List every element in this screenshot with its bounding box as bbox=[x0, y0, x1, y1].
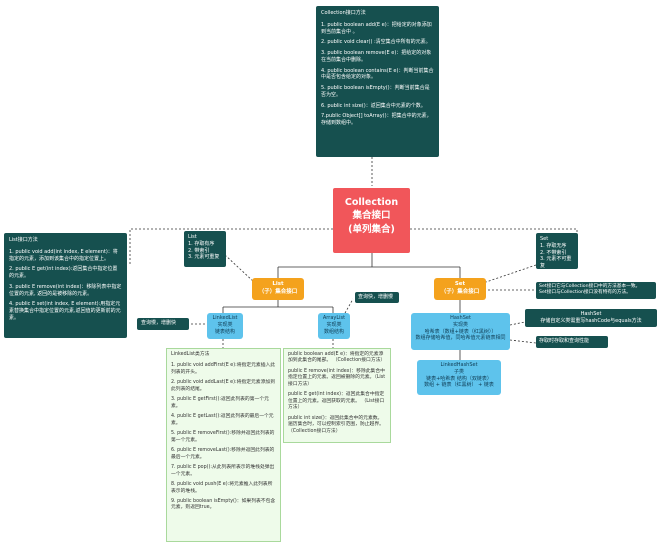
list-node-subtitle: （子）集合接口 bbox=[258, 288, 298, 295]
arraylist-method-item: public boolean add(E e)：将指定的元素添加到此集合的尾部。… bbox=[288, 352, 386, 364]
arraylist-method-item: public int size()：返回此集合中的元素数。遍历集合时，可以控制索… bbox=[288, 415, 384, 434]
arraylist-node: ArrayList 实现类 数组结构 bbox=[318, 313, 350, 339]
list-feature-item: 1. 存取有序 bbox=[188, 240, 215, 247]
linkedlist-type: 实现类 bbox=[217, 321, 233, 328]
list-method-item: 1. public void add(int index, E element)… bbox=[9, 248, 118, 262]
hashset-note-text: 存储自定义类需重写hashCode与equals方法 bbox=[540, 317, 642, 324]
list-method-item: 2. public E get(int index):返回集合中指定位置的元素。 bbox=[9, 266, 118, 279]
hashset-node: HashSet 实现类 哈希表（数组+链表（红黑树）） 数组存储哈希值，同哈希值… bbox=[411, 313, 510, 350]
collection-method-item: 6. public int size()：返回集合中元素的个数。 bbox=[321, 102, 426, 109]
set-features-title: Set bbox=[540, 236, 549, 242]
hashset-note-title: HashSet bbox=[580, 311, 602, 317]
hashset-structure: 哈希表（数组+链表（红黑树）） bbox=[424, 328, 497, 335]
hashset-note-box: HashSet 存储自定义类需重写hashCode与equals方法 bbox=[525, 309, 657, 327]
arraylist-method-item: public E get(int index)：返回此集合中指定位置上的元素。返… bbox=[288, 392, 385, 411]
collection-method-item: 7.public Object[] toArray()：把集合中的元素，存储到数… bbox=[321, 113, 432, 126]
linkedlist-methods-title: LinkedList类方法 bbox=[171, 352, 210, 357]
linkedlist-method-item: 6. public E removeLast():移除并返回此列表的最后一个元素… bbox=[171, 448, 275, 460]
list-feature-item: 3. 元素可重复 bbox=[188, 254, 220, 261]
set-feature-item: 1. 存取无序 bbox=[540, 242, 567, 249]
linkedhashset-detail: 数组 + 链表（红黑树） + 链表 bbox=[424, 382, 494, 389]
list-features-box: List 1. 存取有序 2. 带索引 3. 元素可重复 bbox=[184, 231, 226, 267]
arraylist-structure: 数组结构 bbox=[323, 328, 344, 335]
list-method-item: 4. public E set(int index, E element):用指… bbox=[9, 301, 121, 321]
hashset-title: HashSet bbox=[450, 315, 471, 321]
connector-list-features bbox=[224, 254, 255, 283]
set-note-box: Set接口它与Collection接口中的方法基本一致。 Set接口与Colle… bbox=[536, 282, 656, 299]
collection-root-node: Collection 集合接口 (单列集合) bbox=[333, 188, 410, 253]
linkedlist-method-item: 3. public E getFirst():返回此列表的第一个元素。 bbox=[171, 397, 269, 409]
linkedlist-node: LinkedList 实现类 链表结构 bbox=[207, 313, 243, 339]
linkedhashset-structure: 链表+哈希表 结构（双链表） bbox=[426, 375, 492, 382]
connector-fast-query bbox=[344, 298, 354, 314]
hashset-detail: 数组存储哈希值，同哈希值元素链表相同 bbox=[415, 335, 506, 342]
connector-hashset-order bbox=[509, 339, 537, 344]
root-subtitle: 集合接口 bbox=[352, 210, 391, 222]
slow-query-label: 查询慢，增删快 bbox=[137, 318, 189, 330]
connector-hashset-note bbox=[509, 321, 526, 326]
arraylist-title: ArrayList bbox=[322, 315, 346, 321]
set-note-line: Set接口它与Collection接口中的方法基本一致。 bbox=[539, 284, 641, 289]
arraylist-methods-box: public boolean add(E e)：将指定的元素添加到此集合的尾部。… bbox=[283, 348, 391, 443]
set-features-box: Set 1. 存取无序 2. 不带索引 3. 元素不可重复 bbox=[536, 233, 578, 269]
collection-method-item: 3. public boolean remove(E e)：把给定的对象在当前集… bbox=[321, 50, 432, 63]
list-features-title: List bbox=[188, 234, 197, 240]
collection-method-item: 1. public boolean add(E e)：把给定的对象添加到当前集合… bbox=[321, 21, 432, 35]
root-title: Collection bbox=[344, 197, 399, 208]
list-node-title: List bbox=[272, 281, 284, 287]
arraylist-type: 实现类 bbox=[326, 321, 342, 328]
linkedlist-method-item: 9. public boolean isEmpty()：如果列表不包含元素，则返… bbox=[171, 498, 276, 511]
list-methods-title: List接口方法 bbox=[9, 237, 38, 243]
linkedlist-method-item: 7. public E pop():从此列表所表示的堆栈处弹出一个元素。 bbox=[171, 465, 275, 477]
slow-query-text: 查询慢，增删快 bbox=[141, 320, 177, 326]
fast-query-label: 查询快，增删慢 bbox=[355, 292, 399, 303]
set-interface-node: Set （子）集合接口 bbox=[434, 278, 486, 300]
linkedlist-methods-box: LinkedList类方法 1. public void addFirst(E … bbox=[166, 348, 281, 542]
list-feature-item: 2. 带索引 bbox=[188, 247, 210, 254]
set-node-subtitle: （子）集合接口 bbox=[440, 288, 480, 295]
linkedlist-method-item: 2. public void addLast(E e):将指定元素添加到此列表的… bbox=[171, 380, 275, 392]
linkedlist-method-item: 8. public void push(E e):将元素推入此列表所表示的堆栈。 bbox=[171, 482, 273, 494]
hashset-type: 实现类 bbox=[452, 321, 468, 328]
hashset-order-note: 存取时存取和查询性能 bbox=[536, 336, 608, 348]
set-feature-item: 2. 不带索引 bbox=[540, 249, 567, 256]
connector-set-features-node bbox=[485, 264, 537, 283]
set-node-title: Set bbox=[454, 281, 466, 287]
hashset-order-text: 存取时存取和查询性能 bbox=[539, 338, 590, 344]
linkedlist-structure: 链表结构 bbox=[214, 328, 235, 335]
linkedlist-method-item: 1. public void addFirst(E e):将指定元素插入此列表的… bbox=[171, 363, 276, 375]
linkedlist-title: LinkedList bbox=[212, 315, 238, 321]
set-feature-item: 3. 元素不可重复 bbox=[540, 256, 572, 269]
collection-method-item: 2. public void clear() :清空集合中所有的元素。 bbox=[321, 39, 431, 46]
linkedhashset-node: LinkedHashSet 子类 链表+哈希表 结构（双链表） 数组 + 链表（… bbox=[417, 360, 501, 395]
collection-method-item: 4. public boolean contains(E e)：判断当前集合中是… bbox=[321, 67, 434, 81]
list-methods-box: List接口方法 1. public void add(int index, E… bbox=[4, 233, 127, 338]
fast-query-text: 查询快，增删慢 bbox=[358, 294, 394, 300]
linkedlist-method-item: 5. public E removeFirst():移除并返回此列表的第一个元素… bbox=[171, 431, 275, 443]
collection-methods-title: Collection接口方法 bbox=[321, 10, 366, 16]
collection-method-item: 5. public boolean isEmpty()：判断当前集合是否为空。 bbox=[321, 85, 430, 98]
linkedlist-method-item: 4. public E getLast():返回此列表的最后一个元素。 bbox=[171, 414, 274, 426]
arraylist-method-item: public E remove(int index)：移除此集合中指定位置上的元… bbox=[288, 368, 386, 387]
list-method-item: 3. public E remove(int index)：移除列表中指定位置的… bbox=[9, 283, 122, 297]
connector-list-methods bbox=[129, 228, 333, 265]
set-note-line: Set接口与Collection接口没有特有的方法。 bbox=[539, 290, 631, 296]
list-interface-node: List （子）集合接口 bbox=[252, 278, 304, 300]
linkedhashset-type: 子类 bbox=[453, 368, 464, 375]
collection-methods-box: Collection接口方法 1. public boolean add(E e… bbox=[316, 6, 439, 157]
root-note: (单列集合) bbox=[348, 223, 395, 235]
linkedhashset-title: LinkedHashSet bbox=[440, 362, 478, 368]
